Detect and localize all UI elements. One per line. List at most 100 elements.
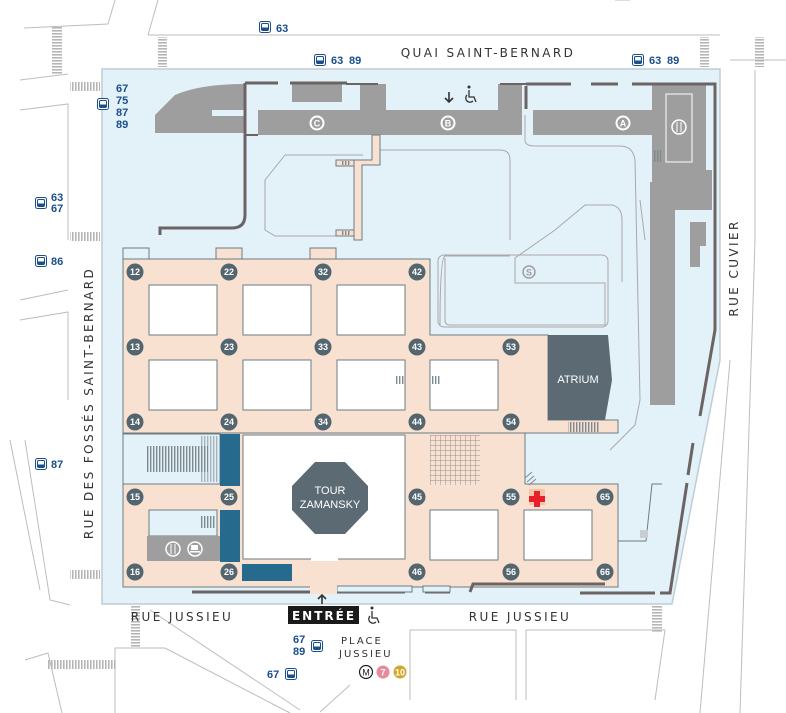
crosswalk [131,605,140,647]
pillar-15: 15 [126,488,144,506]
crosswalk [70,82,100,91]
south-doors [336,585,451,593]
pillar-label: 24 [224,417,234,427]
bus-line: 89 [293,646,305,658]
pillar-label: 53 [506,342,516,352]
bus-icon [35,458,47,470]
campus-paths [264,115,646,451]
metro-icon [358,664,374,680]
pillar-12: 12 [126,263,144,281]
bus-stop-south[interactable]: 67 [267,668,297,682]
circulation-markers: C B A [309,115,631,131]
pillar-marker [502,413,520,431]
circulation-c-marker [309,115,325,131]
pillar-label: 43 [412,342,422,352]
pillar-22: 22 [220,263,238,281]
bus-line: 89 [667,55,679,67]
pillar-24: 24 [220,413,238,431]
pillar-marker [596,488,614,506]
bus-icon [311,640,323,652]
entrance-label[interactable]: ENTRÉE [288,606,359,624]
cafe-icon [187,541,203,557]
metro-line-7-badge [376,665,390,679]
pillar-56: 56 [502,563,520,581]
crosswalk [52,27,62,74]
first-aid-icon [529,491,545,507]
pillar-marker [596,563,614,581]
bus-stop-west-3[interactable]: 87 [35,458,64,472]
bus-icon [314,54,326,66]
bus-line: 67 [293,634,305,646]
bus-stop-west-2[interactable]: 86 [35,255,64,269]
pillar-34: 34 [314,413,332,431]
metro-line-10-badge [393,665,407,679]
pillar-label: 55 [506,492,516,502]
bus-stop-top[interactable]: 63 [259,21,289,36]
bus-line: 67 [51,203,63,215]
pillar-label: 66 [600,567,610,577]
ramp-icon [524,471,537,486]
stairs-icon [200,436,218,482]
restaurant-building [665,93,693,163]
pillar-45: 45 [408,488,426,506]
pillar-label: 14 [130,417,140,427]
parking-outline [437,254,609,328]
stairs-icon [146,446,208,472]
pillar-marker [314,263,332,281]
crosswalk [70,570,100,579]
bus-stop-quai-left[interactable]: 63 89 [314,54,362,68]
street-rue-jussieu-left: RUE JUSSIEU [131,610,233,624]
arrow-up-icon [317,593,327,604]
pillar-label: 34 [318,417,328,427]
pillar-marker [502,338,520,356]
bus-line: 67 [116,83,128,95]
bus-stop-northwest[interactable]: 67 75 87 89 [97,83,129,131]
pillar-marker [126,413,144,431]
restaurant-icon [165,541,181,557]
bus-stop-quai-right[interactable]: 63 89 [632,54,680,68]
bus-line: 89 [116,119,128,131]
entrance-passage [310,582,337,594]
restaurant-icon [671,119,687,135]
pillar-marker [314,338,332,356]
bus-line: 87 [116,107,128,119]
bus-stop-place-jussieu[interactable]: 67 89 [293,634,323,658]
parking-label: S [526,268,532,278]
pillar-46: 46 [408,563,426,581]
bus-line: 75 [116,95,128,107]
stairs-icon [653,150,661,162]
pillar-14: 14 [126,413,144,431]
pillar-label: 16 [130,567,140,577]
crosswalk [158,37,167,67]
arrow-down-icon [444,92,454,104]
pillar-label: 25 [224,492,234,502]
stairs-grid [430,435,480,485]
pillar-marker [220,338,238,356]
metro-station[interactable]: M 7 10 [358,664,407,680]
crosswalk [755,37,764,67]
pillar-marker [126,338,144,356]
bus-icon [97,98,109,110]
bus-stop-west-1[interactable]: 63 67 [35,192,64,215]
pillar-55: 55 [502,488,520,506]
tour-zamansky [292,462,368,534]
pillar-label: 42 [412,267,422,277]
pillar-25: 25 [220,488,238,506]
pillar-66: 66 [596,563,614,581]
pillar-32: 32 [314,263,332,281]
bus-line: 87 [51,459,63,471]
circulation-a-marker [615,115,631,131]
atrium-label: ATRIUM [557,374,598,386]
bus-line: 63 [649,55,661,67]
pillar-13: 13 [126,338,144,356]
pillar-label: 23 [224,342,234,352]
pillar-42: 42 [408,263,426,281]
pillar-marker [126,263,144,281]
bus-line: 63 [51,192,63,204]
circulation-a-label: A [620,119,627,129]
pillar-marker [220,488,238,506]
metro-line-7: 7 [380,668,385,678]
pillar-53: 53 [502,338,520,356]
pillar-label: 15 [130,492,140,502]
